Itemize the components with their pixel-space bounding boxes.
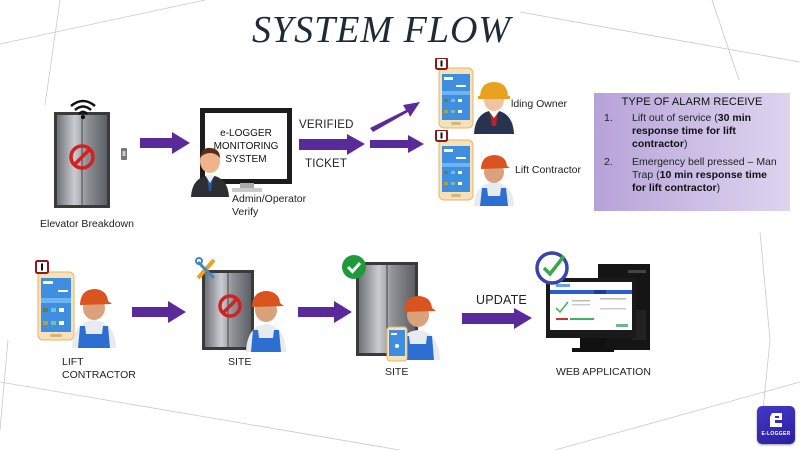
elevator-call-button-icon — [121, 148, 127, 160]
update-label: UPDATE — [476, 293, 527, 307]
alarm-item-text: Lift out of service (30 min response tim… — [632, 112, 782, 151]
alarm-item-number: 2. — [604, 156, 613, 168]
alarm-item-response-time: 30 min response time for lift contractor — [632, 112, 752, 150]
admin-label-line: Verify — [232, 206, 259, 218]
mobile-phone-icon — [438, 67, 474, 129]
building-owner-avatar-icon — [474, 82, 514, 134]
alarm-types-title: TYPE OF ALARM RECEIVE — [621, 96, 763, 108]
tools-icon — [195, 257, 216, 280]
lift-contractor-avatar-icon — [72, 289, 116, 348]
step-label-web-application: WEB APPLICATION — [556, 366, 651, 378]
verified-label: VERIFIED — [299, 119, 354, 131]
alarm-item-tail: ) — [716, 182, 721, 194]
alert-badge-icon — [435, 130, 448, 142]
page-title: SYSTEM FLOW — [252, 9, 512, 51]
e-logger-logo-icon — [770, 413, 782, 427]
monitor-text-line: e-LOGGER — [220, 127, 272, 139]
step-label-line: LIFT — [62, 356, 84, 368]
lift-contractor-notification — [35, 260, 116, 348]
alarm-item-response-time: 10 min response time for lift contractor — [632, 169, 767, 194]
monitor-icon — [546, 278, 636, 352]
lift-contractor-label: Lift Contractor — [515, 164, 581, 176]
e-logger-logo-text: E-LOGGER — [761, 431, 791, 437]
web-application-computer — [535, 251, 650, 352]
mobile-phone-icon — [438, 139, 474, 201]
mobile-phone-icon — [37, 271, 75, 341]
elevator-breakdown-label: Elevator Breakdown — [40, 218, 134, 230]
site-elevator-fixed — [342, 255, 440, 362]
alarm-type-item: 2. Emergency bell pressed – Man Trap (10… — [602, 156, 782, 195]
step-label-site: SITE — [228, 356, 252, 368]
alarm-item-tail: ) — [683, 138, 688, 150]
alert-badge-icon — [435, 58, 448, 70]
flow-arrow — [132, 301, 186, 323]
mobile-phone-icon — [386, 326, 408, 362]
elevator-broken-icon — [54, 112, 110, 208]
flow-arrow-to-owner — [370, 102, 420, 132]
alarm-item-number: 1. — [604, 112, 613, 124]
ticket-label: TICKET — [305, 158, 348, 170]
verified-ticket-arrow — [299, 134, 365, 155]
alarm-item-text: Emergency bell pressed – Man Trap (10 mi… — [632, 156, 782, 195]
alarm-item-desc: Emergency bell pressed – Man Trap ( — [632, 156, 777, 181]
lift-contractor-avatar-icon — [246, 291, 286, 352]
admin-operator-label: Admin/Operator Verify — [232, 193, 306, 219]
update-arrow — [462, 308, 532, 329]
wifi-icon — [70, 99, 96, 120]
clock-check-icon — [535, 251, 569, 285]
lift-contractor-avatar-icon — [474, 155, 514, 206]
monitor-stand-icon — [232, 183, 262, 192]
site-elevator-repair — [195, 257, 286, 352]
flow-arrow — [140, 132, 190, 154]
building-owner-label: lding Owner — [511, 98, 568, 110]
step-label-lift-contractor: LIFT CONTRACTOR — [62, 356, 136, 382]
monitoring-system-screen: e-LOGGER MONITORING SYSTEM — [200, 108, 292, 184]
alarm-types-panel: TYPE OF ALARM RECEIVE 1. Lift out of ser… — [594, 93, 790, 211]
monitor-text-line: SYSTEM — [225, 153, 267, 165]
flow-arrow-to-contractor — [370, 135, 424, 153]
alarm-type-item: 1. Lift out of service (30 min response … — [602, 112, 782, 151]
e-logger-logo: E-LOGGER — [757, 406, 795, 444]
elevator-broken-icon — [202, 270, 254, 350]
admin-operator-avatar-icon — [191, 147, 229, 197]
alarm-item-desc: Lift out of service ( — [632, 112, 718, 124]
step-label-line: CONTRACTOR — [62, 369, 136, 381]
lift-contractor-notification — [435, 130, 514, 206]
building-owner-notification — [435, 58, 514, 134]
step-label-site: SITE — [385, 366, 409, 378]
flow-arrow — [298, 301, 352, 323]
alert-badge-icon — [35, 260, 49, 274]
monitor-text-line: MONITORING — [213, 140, 279, 152]
check-circle-icon — [342, 255, 366, 279]
admin-label-line: Admin/Operator — [232, 193, 307, 205]
